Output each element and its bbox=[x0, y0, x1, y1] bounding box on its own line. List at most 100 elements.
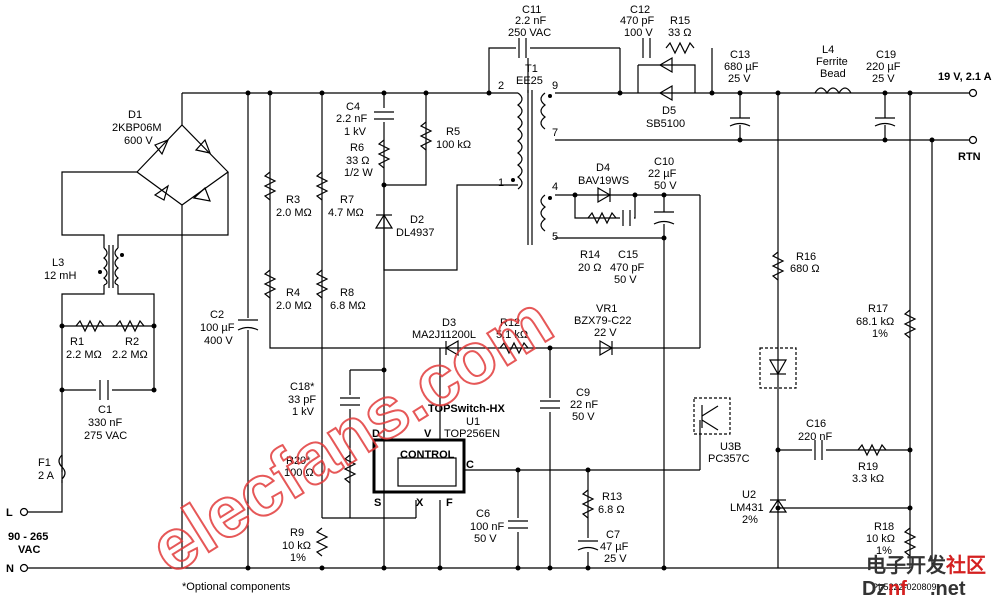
r4-ref: R4 bbox=[286, 287, 300, 299]
d5-part: SB5100 bbox=[646, 118, 685, 130]
junction-dots bbox=[59, 90, 935, 571]
pin-9: 9 bbox=[552, 80, 558, 92]
c11-value: 2.2 nF bbox=[515, 15, 546, 27]
u1-ic-symbol bbox=[372, 438, 466, 494]
pin-d: D bbox=[372, 428, 380, 440]
d4-ref: D4 bbox=[596, 162, 610, 174]
site-logo-dz: Dz bbox=[862, 578, 886, 597]
c10-ref: C10 bbox=[654, 156, 674, 168]
c15-value: 470 pF bbox=[610, 262, 645, 274]
d1-part: 2KBP06M bbox=[112, 122, 162, 134]
r15-value: 33 Ω bbox=[668, 27, 692, 39]
pin-s: S bbox=[374, 497, 381, 509]
neutral-label: N bbox=[6, 563, 14, 575]
r9-ref: R9 bbox=[290, 527, 304, 539]
u3b-part: PC357C bbox=[708, 453, 750, 465]
pin-7: 7 bbox=[552, 127, 558, 139]
optional-note: *Optional components bbox=[182, 581, 291, 593]
c6-ref: C6 bbox=[476, 508, 490, 520]
c7-rating: 25 V bbox=[604, 553, 627, 565]
c4-rating: 1 kV bbox=[344, 126, 367, 138]
r1-ref: R1 bbox=[70, 336, 84, 348]
l4-value2: Bead bbox=[820, 68, 846, 80]
c7-ref: C7 bbox=[606, 529, 620, 541]
c2-rating: 400 V bbox=[204, 335, 233, 347]
r17-ref: R17 bbox=[868, 303, 888, 315]
r16-ref: R16 bbox=[796, 251, 816, 263]
c13-ref: C13 bbox=[730, 49, 750, 61]
bridge-rectifier-symbol bbox=[153, 138, 211, 202]
c9-rating: 50 V bbox=[572, 411, 595, 423]
c4-ref: C4 bbox=[346, 101, 360, 113]
capacitor-symbols bbox=[96, 38, 896, 552]
rtn-terminal bbox=[968, 135, 978, 145]
c15-rating: 50 V bbox=[614, 274, 637, 286]
c9-value: 22 nF bbox=[570, 399, 598, 411]
vr1-part: BZX79-C22 bbox=[574, 315, 631, 327]
u2-ref: U2 bbox=[742, 489, 756, 501]
d3-ref: D3 bbox=[442, 317, 456, 329]
c19-value: 220 µF bbox=[866, 61, 901, 73]
c6-value: 100 nF bbox=[470, 521, 505, 533]
pin-c: C bbox=[466, 459, 474, 471]
transformer-symbol bbox=[511, 90, 552, 245]
c10-value: 22 µF bbox=[648, 168, 677, 180]
common-mode-choke-symbol bbox=[98, 245, 124, 288]
c15-ref: C15 bbox=[618, 249, 638, 261]
r12-value: 5.1 kΩ bbox=[496, 329, 528, 341]
d1-ref: D1 bbox=[128, 109, 142, 121]
ferrite-bead-symbol bbox=[814, 87, 852, 95]
c12-rating: 100 V bbox=[624, 27, 653, 39]
d4-part: BAV19WS bbox=[578, 175, 629, 187]
c18-value: 33 pF bbox=[288, 394, 316, 406]
l4-ref: L4 bbox=[822, 44, 834, 56]
c2-value: 100 µF bbox=[200, 322, 235, 334]
r19-value: 3.3 kΩ bbox=[852, 473, 884, 485]
u1-family: TOPSwitch-HX bbox=[428, 403, 505, 415]
r16-value: 680 Ω bbox=[790, 263, 820, 275]
pin-4: 4 bbox=[552, 181, 558, 193]
c4-value: 2.2 nF bbox=[336, 113, 367, 125]
r18-value: 10 kΩ bbox=[866, 533, 895, 545]
r18-rating: 1% bbox=[876, 545, 892, 557]
r9-rating: 1% bbox=[290, 552, 306, 564]
r7-value: 4.7 MΩ bbox=[328, 207, 364, 219]
t1-part: EE25 bbox=[516, 75, 543, 87]
d3-part: MA2J11200L bbox=[412, 329, 476, 341]
c18-ref: C18* bbox=[290, 381, 315, 393]
r6-value: 33 Ω bbox=[346, 155, 370, 167]
fuse-symbol bbox=[58, 454, 66, 480]
c16-value: 220 nF bbox=[798, 431, 833, 443]
r8-value: 6.8 MΩ bbox=[330, 300, 366, 312]
t1-ref: T1 bbox=[525, 63, 538, 75]
optocoupler-symbols bbox=[693, 347, 797, 435]
site-logo-net: .net bbox=[930, 578, 966, 597]
diode-symbols bbox=[374, 56, 788, 513]
line-terminal bbox=[19, 507, 29, 517]
u3b-ref: U3B bbox=[720, 441, 741, 453]
neutral-terminal bbox=[19, 563, 29, 573]
u1-control-block: CONTROL bbox=[400, 449, 455, 461]
r2-value: 2.2 MΩ bbox=[112, 349, 148, 361]
output-label: 19 V, 2.1 A bbox=[938, 71, 992, 83]
c11-rating: 250 VAC bbox=[508, 27, 551, 39]
l3-value: 12 mH bbox=[44, 270, 76, 282]
c13-value: 680 µF bbox=[724, 61, 759, 73]
r20-ref: R20* bbox=[286, 455, 311, 467]
site-logo-nf: nf bbox=[888, 578, 907, 597]
u2-rating: 2% bbox=[742, 514, 758, 526]
c7-value: 47 µF bbox=[600, 541, 629, 553]
c11-ref: C11 bbox=[522, 4, 541, 16]
c6-rating: 50 V bbox=[474, 533, 497, 545]
f1-ref: F1 bbox=[38, 457, 51, 469]
l3-ref: L3 bbox=[52, 257, 64, 269]
r5-value: 100 kΩ bbox=[436, 139, 471, 151]
c1-ref: C1 bbox=[98, 404, 112, 416]
input-unit: VAC bbox=[18, 544, 40, 556]
wiring bbox=[24, 47, 973, 569]
r3-value: 2.0 MΩ bbox=[276, 207, 312, 219]
r15-ref: R15 bbox=[670, 15, 690, 27]
pin-x: X bbox=[416, 497, 424, 509]
r13-ref: R13 bbox=[602, 491, 622, 503]
r9-value: 10 kΩ bbox=[282, 540, 311, 552]
